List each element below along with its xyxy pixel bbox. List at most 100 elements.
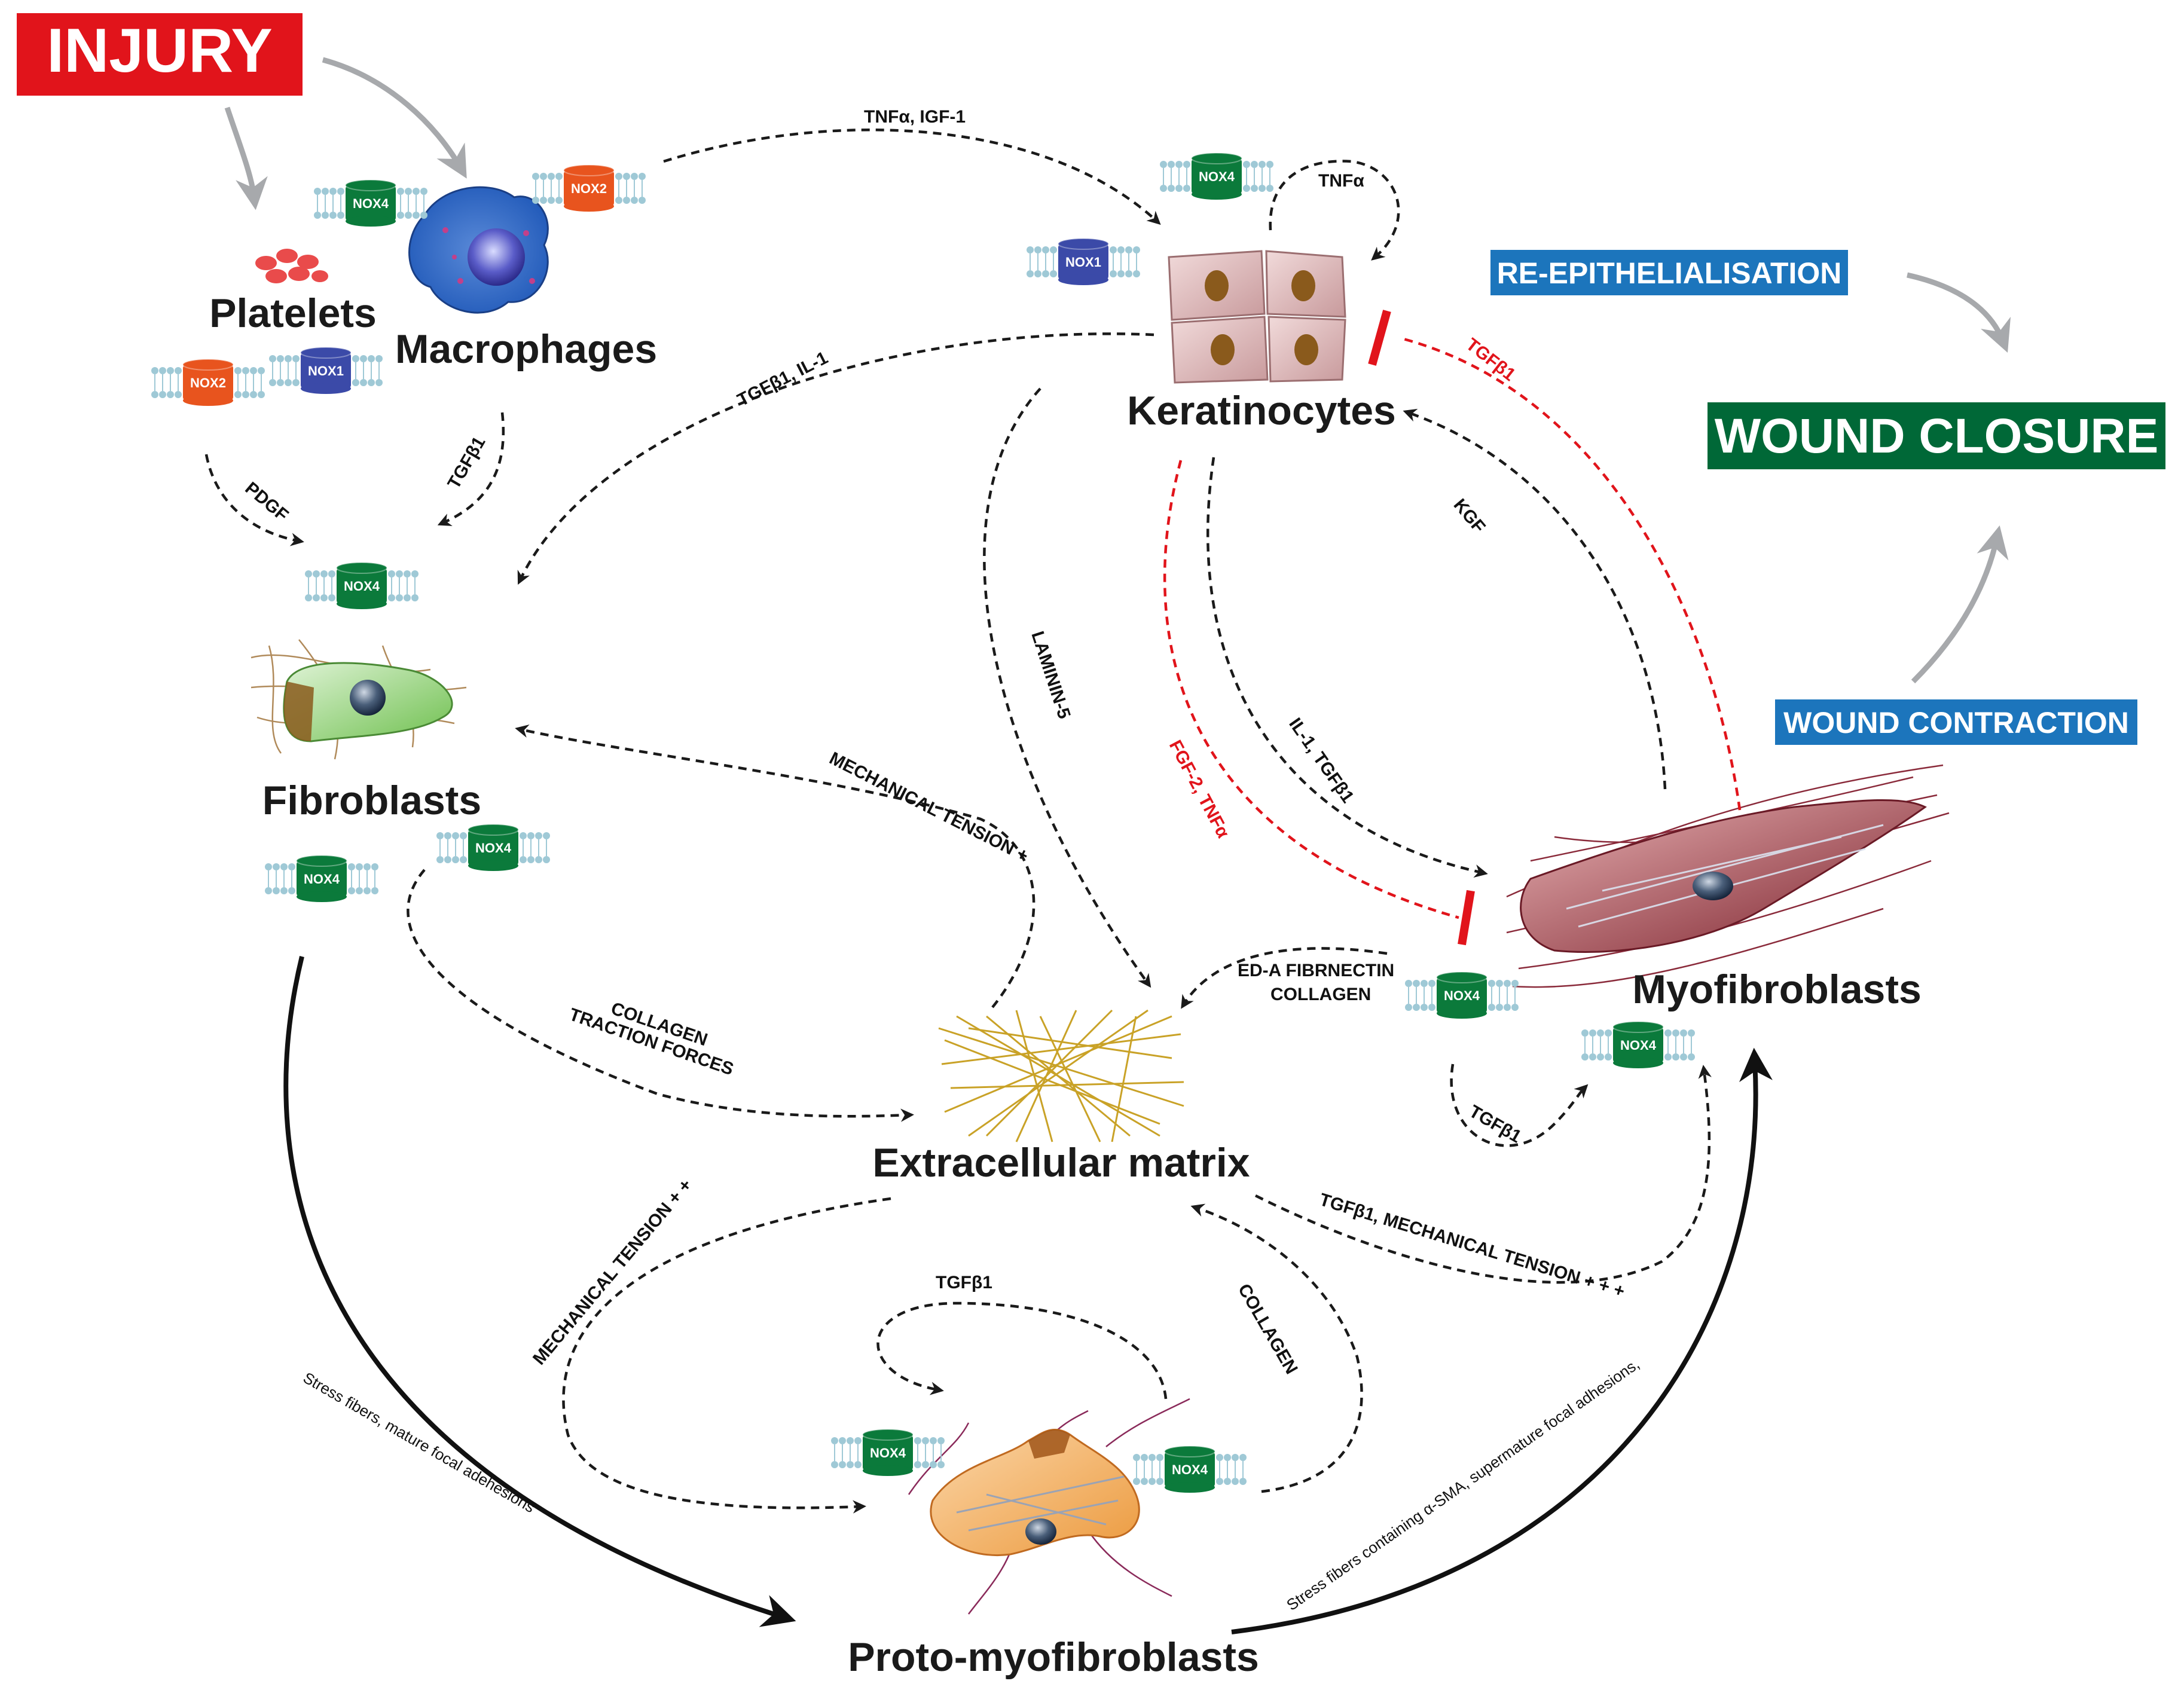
kgf-arrow xyxy=(1403,408,1667,790)
wound-contraction-label: WOUND CONTRACTION xyxy=(1783,706,2129,739)
tgfb1-macro-arrow xyxy=(437,412,505,526)
platelets-cell xyxy=(255,249,328,283)
proto-to-myo-arrow xyxy=(1231,1047,1773,1634)
kgf-label: KGF xyxy=(1450,495,1489,537)
nox4-receptor-8: NOX4 xyxy=(436,824,550,871)
re-epithelialisation-label: RE-EPITHELIALISATION xyxy=(1497,256,1842,290)
injury-to-macrophages-arrow xyxy=(322,57,467,179)
nox2-label-2: NOX2 xyxy=(190,375,226,390)
nox1-label-5: NOX1 xyxy=(1065,255,1101,270)
nox2-label-1: NOX2 xyxy=(571,181,607,196)
il1-tgfb1-label: IL-1, TGFβ1 xyxy=(1285,714,1358,806)
nox4-receptor-6: NOX4 xyxy=(305,562,419,609)
nox2-receptor-2: NOX2 xyxy=(151,359,265,406)
tgfb1-mech-arrow xyxy=(1254,1065,1712,1284)
mech-tension-pp-arrow xyxy=(562,1197,891,1514)
keratinocytes-label: Keratinocytes xyxy=(1127,388,1396,433)
nox4-label-12: NOX4 xyxy=(1172,1462,1208,1477)
fgf2-tnfa-label: FGF-2, TNFα xyxy=(1165,737,1233,842)
pdgf-arrow xyxy=(204,454,304,546)
tgfb1-proto-label: TGFβ1 xyxy=(936,1273,992,1292)
myofibroblast-cell xyxy=(1506,764,1950,988)
injury-box: INJURY xyxy=(17,13,303,96)
nox1-receptor-5: NOX1 xyxy=(1027,238,1140,285)
laminin5-arrow xyxy=(983,387,1151,988)
contraction-to-closure-arrow xyxy=(1911,525,2009,684)
tgfb1-proto-arrow xyxy=(876,1301,1168,1399)
tnfa-loop-arrow xyxy=(1269,160,1400,261)
tnfa-igf1-label: TNFα, IGF-1 xyxy=(864,107,966,127)
nox4-label-9: NOX4 xyxy=(1444,988,1480,1003)
macrophages-label: Macrophages xyxy=(395,326,657,372)
nox1-receptor-3: NOX1 xyxy=(269,347,383,394)
collagen2-label: COLLAGEN xyxy=(1270,985,1371,1004)
nox4-receptor-9: NOX4 xyxy=(1405,971,1519,1019)
eda-fibronectin-arrow xyxy=(1181,947,1388,1009)
platelets-label: Platelets xyxy=(209,291,377,336)
laminin5-label: LAMININ-5 xyxy=(1027,629,1074,721)
injury-label: INJURY xyxy=(47,16,273,85)
tgfb1-il1-label: TGFβ1, IL-1 xyxy=(734,348,831,410)
nox4-label-10: NOX4 xyxy=(1620,1038,1657,1053)
tgfb1-inhibit-line xyxy=(1398,336,1742,811)
fibroblasts-label: Fibroblasts xyxy=(262,778,482,823)
nox4-label-0: NOX4 xyxy=(353,196,389,211)
wound-closure-box: WOUND CLOSURE xyxy=(1708,402,2165,469)
fibroblast-cell xyxy=(251,639,467,760)
nox1-label-3: NOX1 xyxy=(308,363,344,378)
solid-arrows xyxy=(283,956,1773,1634)
ecm-label: Extracellular matrix xyxy=(872,1140,1250,1185)
tgfb1-il1-arrow xyxy=(517,332,1154,585)
fgf2-tnfa-blocker xyxy=(1458,890,1475,946)
eda-fibronectin-label: ED-A FIBRNECTIN xyxy=(1238,961,1394,980)
mech-tension-plus-label: MECHANICAL TENSION + xyxy=(826,748,1031,866)
collagen-proto-label: COLLAGEN xyxy=(1234,1281,1302,1377)
proto-myofibroblast-cell xyxy=(908,1398,1190,1615)
pdgf-label: PDGF xyxy=(242,478,292,525)
nox4-receptor-11: NOX4 xyxy=(831,1429,945,1476)
re-epithelialisation-box: RE-EPITHELIALISATION xyxy=(1490,250,1848,295)
nox4-label-11: NOX4 xyxy=(870,1446,906,1460)
myofibroblasts-label: Myofibroblasts xyxy=(1632,967,1922,1012)
mech-tension-pp-label: MECHANICAL TENSION + + xyxy=(529,1175,696,1368)
nox4-label-4: NOX4 xyxy=(1199,169,1235,184)
fgf2-tnfa-line xyxy=(1163,460,1459,919)
fibro-to-proto-arrow xyxy=(283,956,796,1627)
stress-fibers-sma-label: Stress fibers containing α-SMA, supermat… xyxy=(1283,1355,1642,1614)
tgfb1-myo-label: TGFβ1 xyxy=(1466,1101,1525,1147)
il1-tgfb1-arrow xyxy=(1206,457,1488,878)
tnfa-igf1-arrow xyxy=(663,129,1161,225)
wound-closure-label: WOUND CLOSURE xyxy=(1715,409,2159,463)
nox4-receptor-10: NOX4 xyxy=(1581,1021,1695,1068)
ecm-fibers xyxy=(938,1009,1184,1142)
collagen-proto-arrow xyxy=(1190,1203,1363,1493)
collagen-traction-arrow xyxy=(407,869,914,1122)
nox4-receptor-0: NOX4 xyxy=(314,179,427,227)
nox4-receptor-4: NOX4 xyxy=(1160,152,1273,200)
nox4-receptor-7: NOX4 xyxy=(265,855,378,902)
wound-contraction-box: WOUND CONTRACTION xyxy=(1775,699,2137,745)
tgfb1-myo-arrow xyxy=(1450,1064,1589,1147)
nox4-label-8: NOX4 xyxy=(475,841,512,855)
grey-arrows xyxy=(224,57,2011,684)
tgfb1-macro-label: TGFβ1 xyxy=(444,433,489,493)
mech-tension-plus-arrow xyxy=(515,724,1036,1009)
inhibition-lines xyxy=(1163,310,1742,946)
nox4-receptor-12: NOX4 xyxy=(1133,1446,1247,1493)
nox2-receptor-1: NOX2 xyxy=(532,164,646,212)
nox4-label-6: NOX4 xyxy=(344,579,380,594)
stress-fibers-label: Stress fibers, mature focal adehesions xyxy=(300,1368,538,1516)
tgfb1-blocker xyxy=(1368,310,1391,366)
macrophage-cell xyxy=(408,186,549,314)
nox4-label-7: NOX4 xyxy=(304,872,340,887)
re-epithelialisation-to-closure-arrow xyxy=(1907,272,2011,353)
tgfb1-mech-label: TGFβ1, MECHANICAL TENSION + + + xyxy=(1317,1190,1627,1301)
keratinocytes-cell xyxy=(1168,250,1346,384)
dashed-arrows xyxy=(204,129,1712,1514)
tgfb1-red-label: TGFβ1 xyxy=(1462,335,1519,385)
nox-receptors: NOX4NOX2NOX2NOX1NOX4NOX1NOX4NOX4NOX4NOX4… xyxy=(151,152,1695,1493)
tnfa-label: TNFα xyxy=(1318,171,1364,191)
injury-to-platelets-arrow xyxy=(224,106,268,210)
proto-myofibroblasts-label: Proto-myofibroblasts xyxy=(848,1634,1259,1680)
